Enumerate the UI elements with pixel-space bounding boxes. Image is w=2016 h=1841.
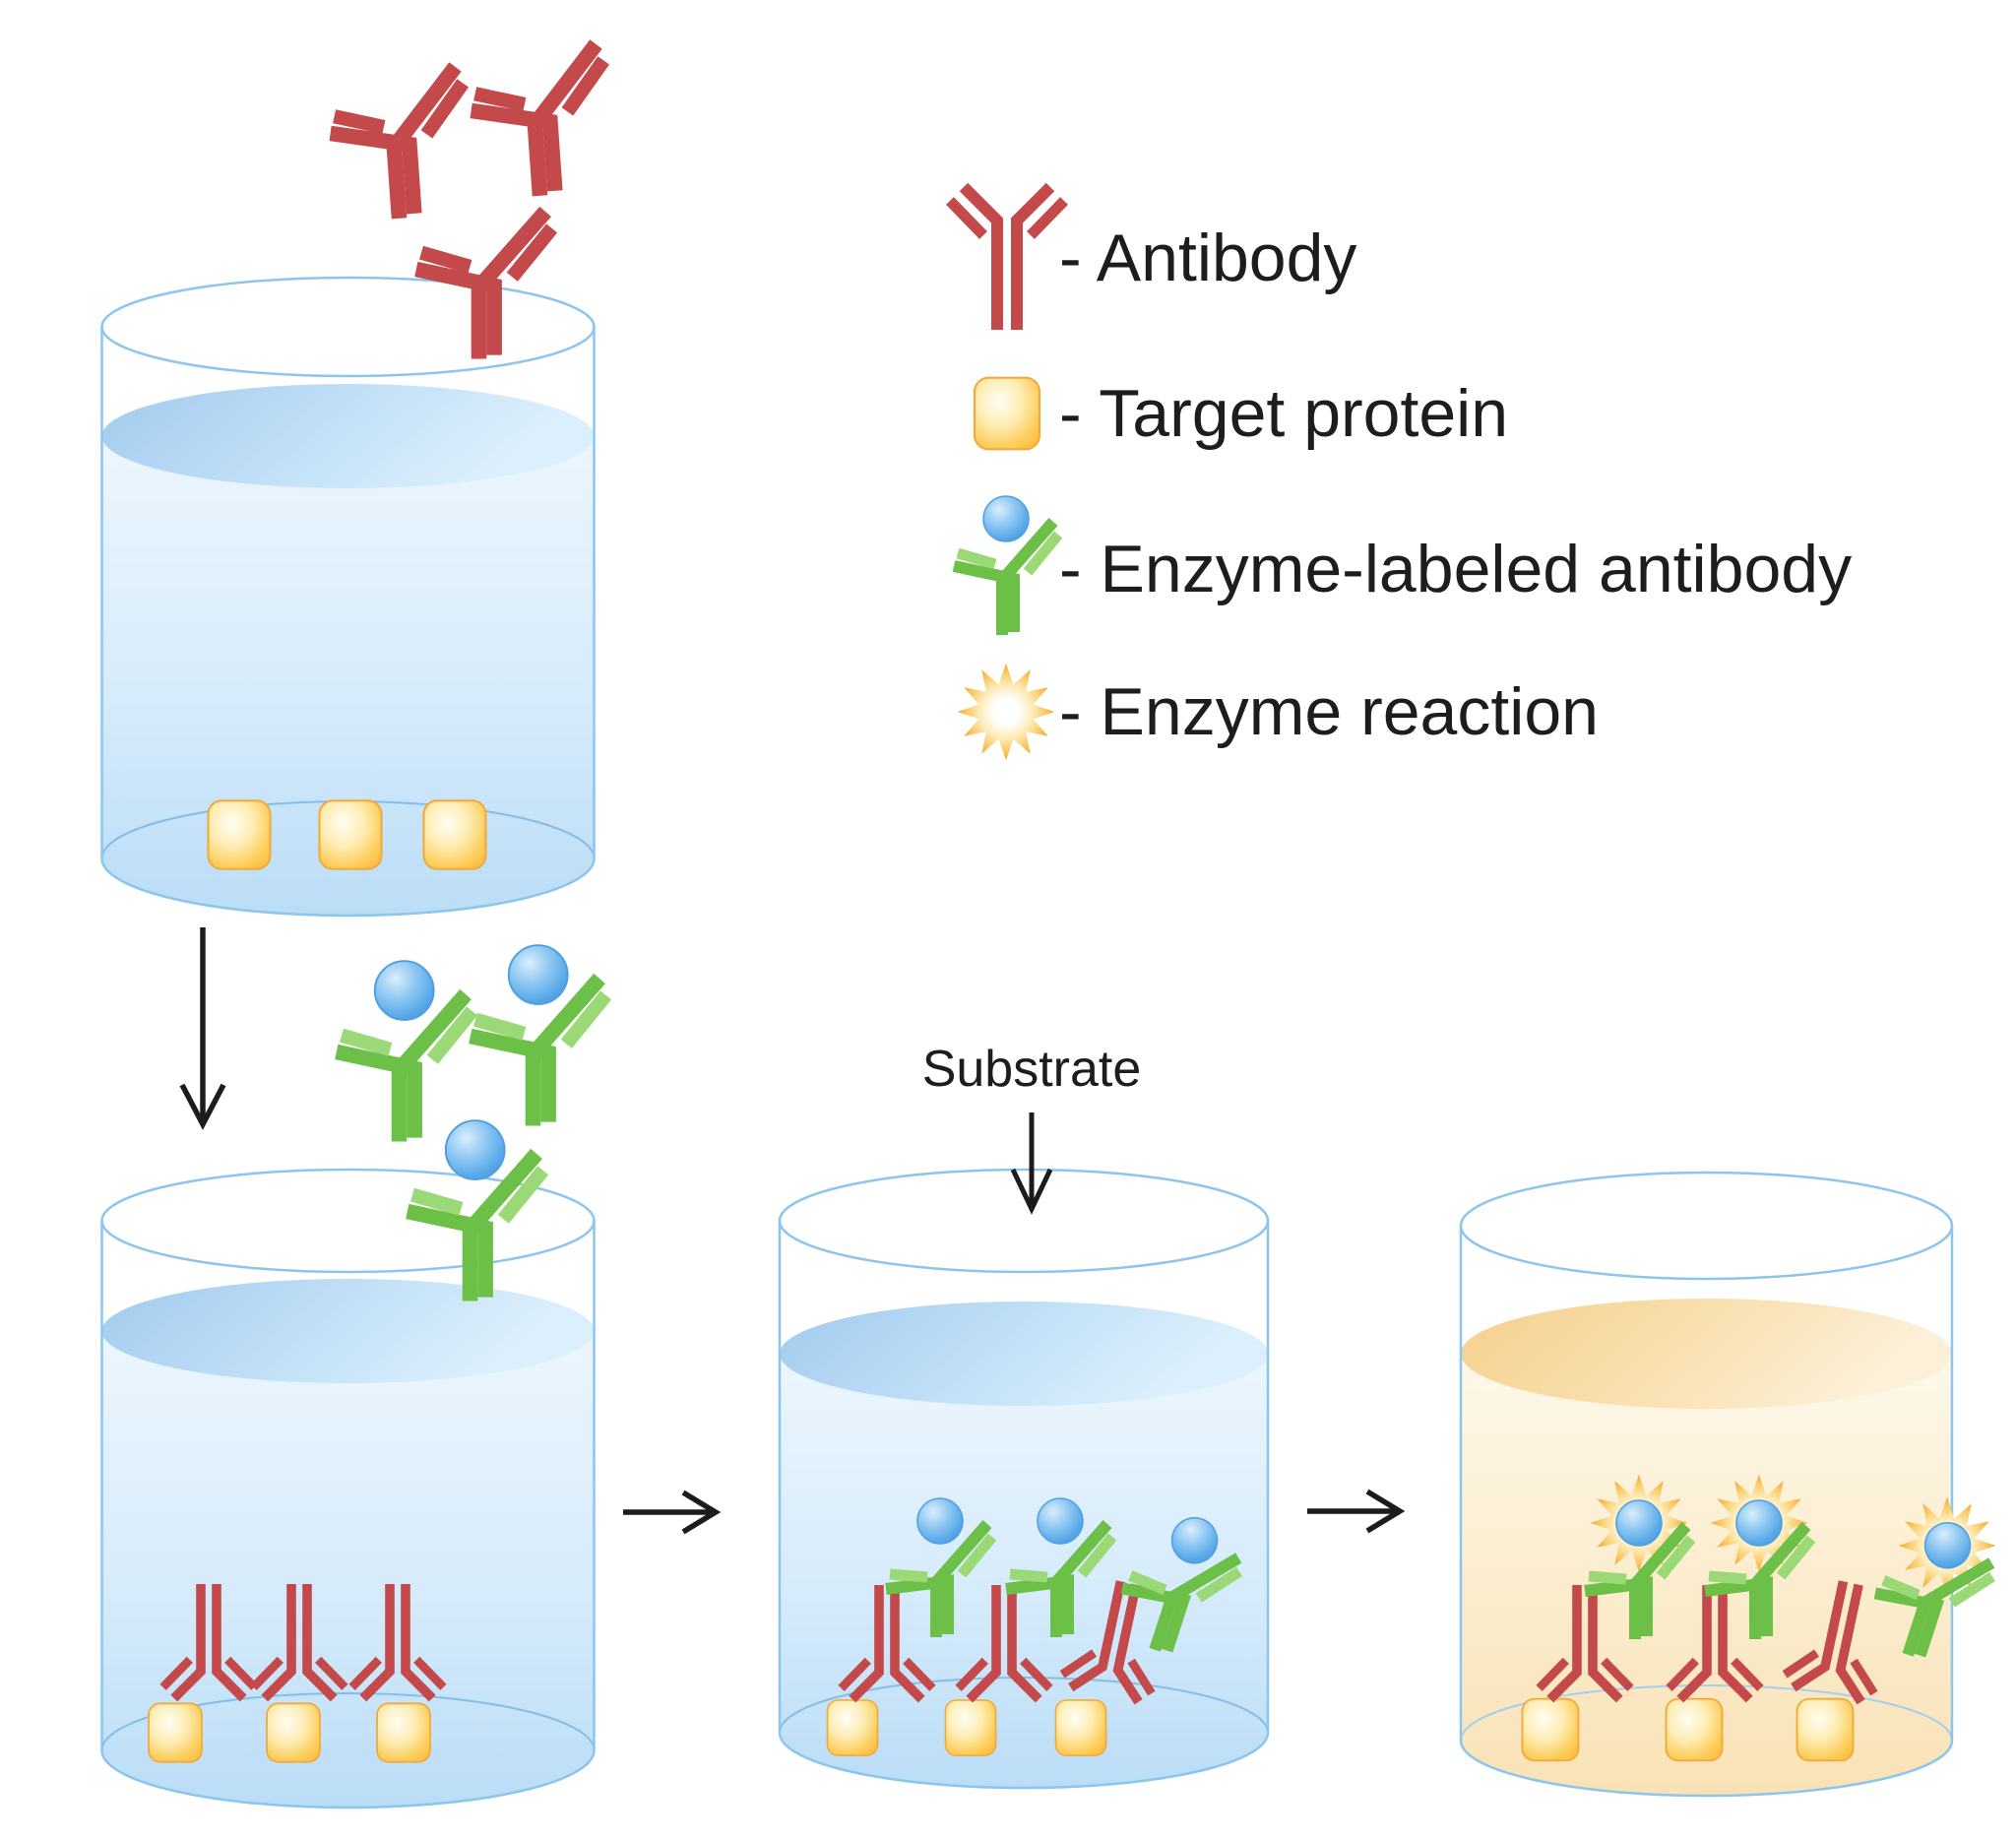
beaker-capture-liquid [101, 1331, 595, 1808]
beaker-reaction-liquid [1461, 1354, 1952, 1797]
target-protein-icon [1521, 1697, 1580, 1762]
legend-label-enzyme-antibody: - Enzyme-labeled antibody [1059, 532, 1852, 606]
beaker-capture [100, 1168, 596, 1809]
antibody-icon [950, 187, 1064, 330]
beaker-reaction-glass [1459, 1226, 1954, 1798]
beaker-reaction-rim [1459, 1171, 1954, 1281]
target-protein-icon [376, 1702, 431, 1763]
beaker-capture-rim [100, 1168, 596, 1274]
enzyme-labeled-antibody-icon [471, 945, 606, 1125]
target-proteins-well-4 [1521, 1697, 1855, 1762]
target-protein-icon [266, 1702, 321, 1763]
beaker-detection-glass [778, 1221, 1270, 1790]
target-protein-icon [207, 799, 272, 870]
enzyme-reaction-icon [957, 663, 1055, 761]
target-protein-icon [944, 1699, 997, 1756]
legend-label-target-protein: - Target protein [1059, 376, 1508, 451]
target-protein-icon [1665, 1697, 1724, 1762]
beaker-detection-rim [778, 1168, 1270, 1274]
beaker-sample-glass [100, 327, 596, 918]
beaker-sample-liquid-surface [101, 384, 595, 488]
antibody-icon [468, 43, 613, 200]
right-arrow-icon [623, 1490, 722, 1535]
beaker-reaction [1459, 1171, 1954, 1798]
beaker-capture-liquid-surface [101, 1279, 595, 1383]
target-protein-icon [826, 1699, 879, 1756]
legend-label-enzyme-reaction: - Enzyme reaction [1059, 674, 1599, 749]
beaker-sample [100, 276, 596, 918]
beaker-sample-liquid [101, 436, 595, 916]
antibody-icon [416, 212, 552, 359]
target-proteins-well-3 [826, 1699, 1107, 1756]
falling-antibodies [327, 43, 613, 358]
beaker-capture-glass [100, 1221, 596, 1809]
right-arrow-icon [1307, 1489, 1406, 1534]
beaker-sample-rim [100, 276, 596, 378]
target-proteins-well-1 [207, 799, 487, 870]
falling-enzyme-antibodies [337, 945, 606, 1301]
enzyme-labeled-antibody-icon [337, 961, 472, 1141]
target-proteins-well-2 [148, 1702, 431, 1763]
substrate-label: Substrate [922, 1041, 1142, 1098]
down-arrow-icon [179, 927, 226, 1130]
legend-label-antibody: - Antibody [1059, 221, 1356, 295]
target-protein-icon [422, 799, 487, 870]
legend: - Antibody - Target protein - Enzyme-lab… [950, 187, 1852, 761]
beaker-reaction-liquid-surface [1461, 1299, 1952, 1409]
enzyme-labeled-antibody-icon [408, 1120, 543, 1301]
beaker-detection-liquid-surface [780, 1301, 1268, 1406]
target-protein-icon [1796, 1697, 1855, 1762]
antibody-icon [327, 66, 472, 222]
target-protein-icon [973, 376, 1041, 451]
target-protein-icon [148, 1702, 203, 1763]
target-protein-icon [318, 799, 383, 870]
target-protein-icon [1054, 1699, 1107, 1756]
enzyme-labeled-antibody-icon [954, 496, 1058, 635]
substrate-arrow-icon [1010, 1112, 1053, 1215]
